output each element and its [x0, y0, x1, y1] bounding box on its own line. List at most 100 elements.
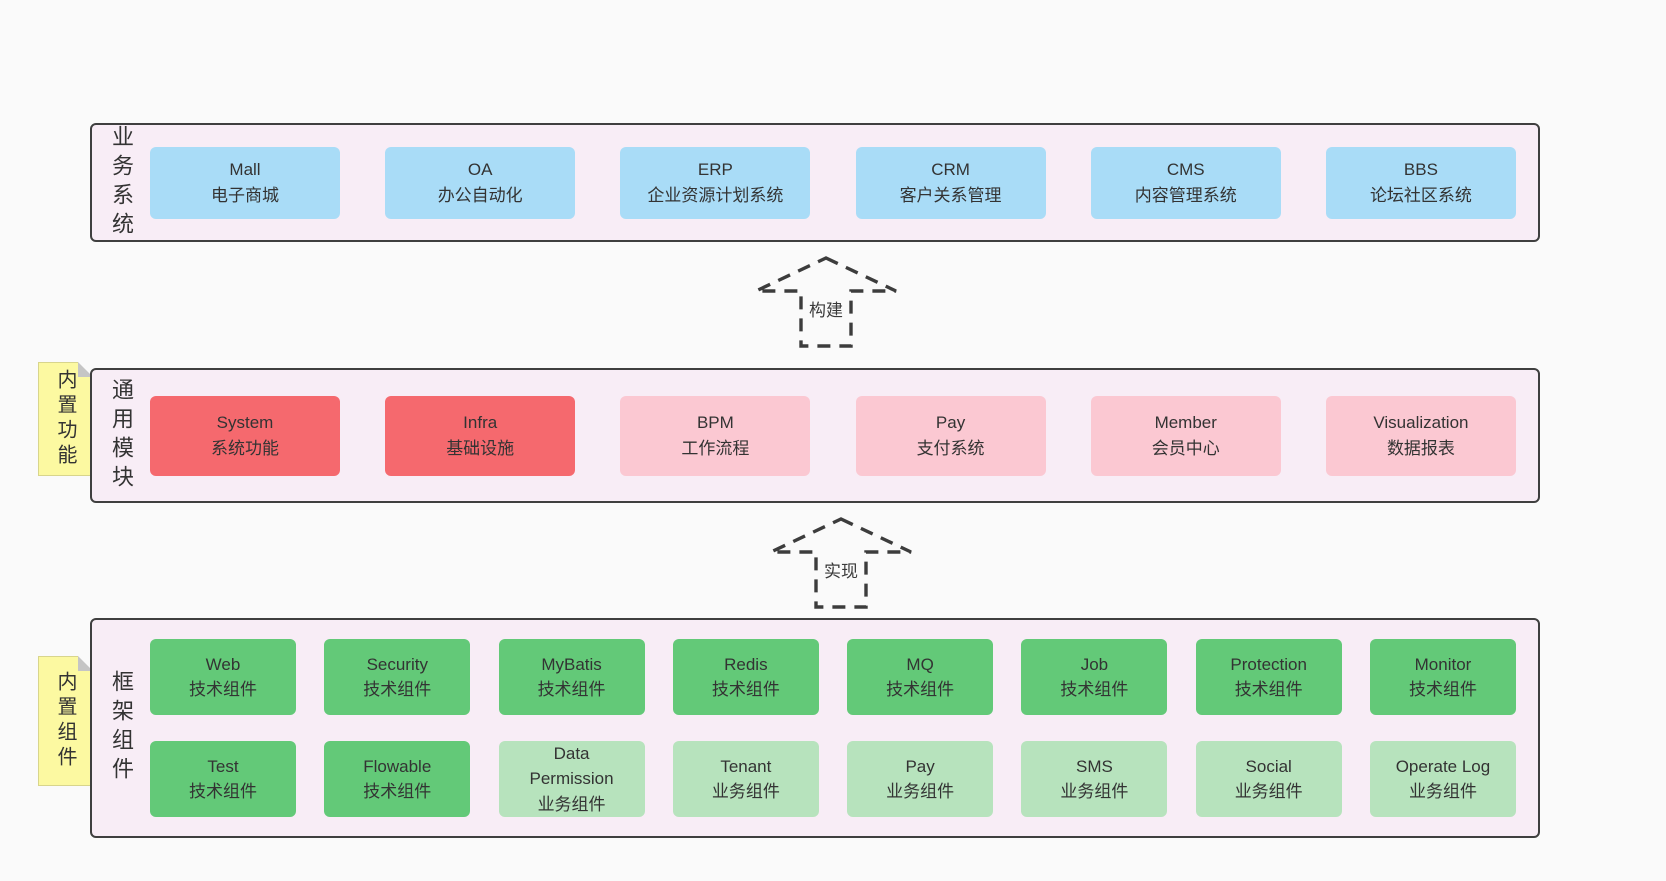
box-name: OA: [467, 160, 493, 179]
box-monitor: Monitor 技术组件: [1369, 639, 1516, 715]
box-flowable: Flowable 技术组件: [324, 741, 471, 817]
panel-framework-components: 框架组件 Web 技术组件 Security 技术组件 MyBatis 技术组件…: [90, 618, 1540, 838]
box-name: Social: [1245, 756, 1292, 776]
box-name: CMS: [1166, 160, 1205, 179]
box-crm: CRM 客户关系管理: [855, 146, 1046, 219]
box-name: Operate Log: [1395, 756, 1491, 776]
box-mall: Mall 电子商城: [150, 146, 340, 219]
box-web: Web 技术组件: [150, 639, 296, 715]
box-name: Job: [1080, 654, 1109, 674]
box-bbs: BBS 论坛社区系统: [1325, 146, 1516, 219]
box-desc: 业务组件: [886, 782, 955, 801]
box-desc: 技术组件: [189, 680, 257, 699]
box-name: Visualization: [1373, 413, 1469, 432]
box-visualization: Visualization 数据报表: [1325, 395, 1516, 476]
panel-label-zone: 通用模块: [92, 370, 150, 501]
box-name: Security: [366, 654, 428, 674]
arrow-build-label: 构建: [805, 295, 847, 322]
box-name: Data Permission: [529, 743, 614, 789]
box-desc: 内容管理系统: [1134, 185, 1237, 205]
box-desc: 技术组件: [711, 680, 780, 699]
box-name: Pay: [935, 413, 966, 432]
box-protection: Protection 技术组件: [1195, 639, 1342, 715]
arrow-implement-label: 实现: [820, 556, 862, 583]
box-name: Monitor: [1414, 654, 1472, 674]
box-member: Member 会员中心: [1090, 395, 1281, 476]
box-name: CRM: [931, 160, 970, 179]
panel-framework-label: 框架组件: [109, 670, 134, 786]
panel-modules-label: 通用模块: [109, 377, 134, 494]
box-name: Flowable: [363, 756, 432, 776]
box-desc: 技术组件: [537, 680, 606, 699]
box-name: BBS: [1403, 160, 1438, 179]
box-name: SMS: [1075, 756, 1113, 776]
box-desc: 技术组件: [1408, 680, 1477, 699]
box-job: Job 技术组件: [1021, 639, 1168, 715]
panel-business-systems: 业务系统 Mall 电子商城 OA 办公自动化 ERP 企业资源计划系统 CRM: [90, 123, 1540, 242]
box-operate-log: Operate Log 业务组件: [1369, 741, 1516, 817]
box-name: ERP: [697, 160, 733, 179]
box-desc: 企业资源计划系统: [647, 185, 784, 205]
box-name: Infra: [463, 413, 498, 432]
box-desc: 数据报表: [1386, 438, 1455, 458]
box-bpm: BPM 工作流程: [620, 395, 811, 476]
box-name: BPM: [696, 413, 734, 432]
box-desc: 客户关系管理: [899, 185, 1002, 205]
box-mq: MQ 技术组件: [847, 639, 994, 715]
box-infra: Infra 基础设施: [385, 395, 576, 476]
box-desc: 技术组件: [363, 782, 432, 801]
box-security: Security 技术组件: [324, 639, 471, 715]
box-desc: 技术组件: [886, 680, 955, 699]
box-name: Pay: [905, 756, 935, 776]
box-name: Member: [1154, 413, 1217, 432]
box-name: MyBatis: [541, 654, 602, 674]
box-name: Protection: [1230, 654, 1307, 674]
box-desc: 业务组件: [1408, 782, 1477, 801]
box-redis: Redis 技术组件: [672, 639, 819, 715]
box-desc: 工作流程: [681, 438, 750, 458]
box-desc: 会员中心: [1151, 438, 1220, 458]
box-pay-business: Pay 业务组件: [847, 741, 994, 817]
box-desc: 系统功能: [211, 438, 279, 458]
panel-label-zone: 业务系统: [92, 124, 150, 241]
box-desc: 电子商城: [211, 185, 279, 205]
box-social: Social 业务组件: [1195, 741, 1342, 817]
folded-corner-icon: [78, 362, 93, 377]
box-tenant: Tenant 业务组件: [672, 741, 819, 817]
box-name: Web: [205, 654, 241, 674]
sticky-builtin-components-label: 内置组件: [54, 671, 76, 771]
panel-common-modules: 通用模块 System 系统功能 Infra 基础设施 BPM 工作流程 Pay: [90, 368, 1540, 503]
box-desc: 技术组件: [189, 782, 257, 801]
panel-business-label: 业务系统: [109, 124, 134, 241]
box-test: Test 技术组件: [150, 741, 296, 817]
box-desc: 业务组件: [1234, 782, 1303, 801]
folded-corner-icon: [78, 656, 93, 671]
box-name: Mall: [229, 160, 261, 179]
box-desc: 业务组件: [711, 782, 780, 801]
box-desc: 基础设施: [446, 438, 515, 458]
box-desc: 技术组件: [1234, 680, 1303, 699]
arrow-implement: 实现: [768, 516, 914, 611]
box-data-permission: Data Permission 业务组件: [498, 741, 645, 817]
box-mybatis: MyBatis 技术组件: [498, 639, 645, 715]
box-name: Redis: [724, 654, 768, 674]
box-desc: 业务组件: [1060, 782, 1129, 801]
box-cms: CMS 内容管理系统: [1090, 146, 1281, 219]
sticky-builtin-components: 内置组件: [38, 656, 93, 786]
box-desc: 技术组件: [363, 680, 432, 699]
box-desc: 支付系统: [916, 438, 985, 458]
sticky-builtin-features-label: 内置功能: [54, 369, 76, 469]
panel-label-zone: 框架组件: [92, 620, 150, 836]
box-erp: ERP 企业资源计划系统: [620, 146, 811, 219]
box-desc: 办公自动化: [437, 185, 523, 205]
box-name: Tenant: [720, 756, 772, 776]
box-system: System 系统功能: [150, 395, 340, 476]
sticky-builtin-features: 内置功能: [38, 362, 93, 476]
box-desc: 业务组件: [537, 794, 606, 814]
box-sms: SMS 业务组件: [1021, 741, 1168, 817]
box-oa: OA 办公自动化: [385, 146, 576, 219]
box-name: System: [216, 413, 274, 432]
box-name: Test: [207, 756, 239, 776]
box-desc: 论坛社区系统: [1369, 185, 1472, 205]
